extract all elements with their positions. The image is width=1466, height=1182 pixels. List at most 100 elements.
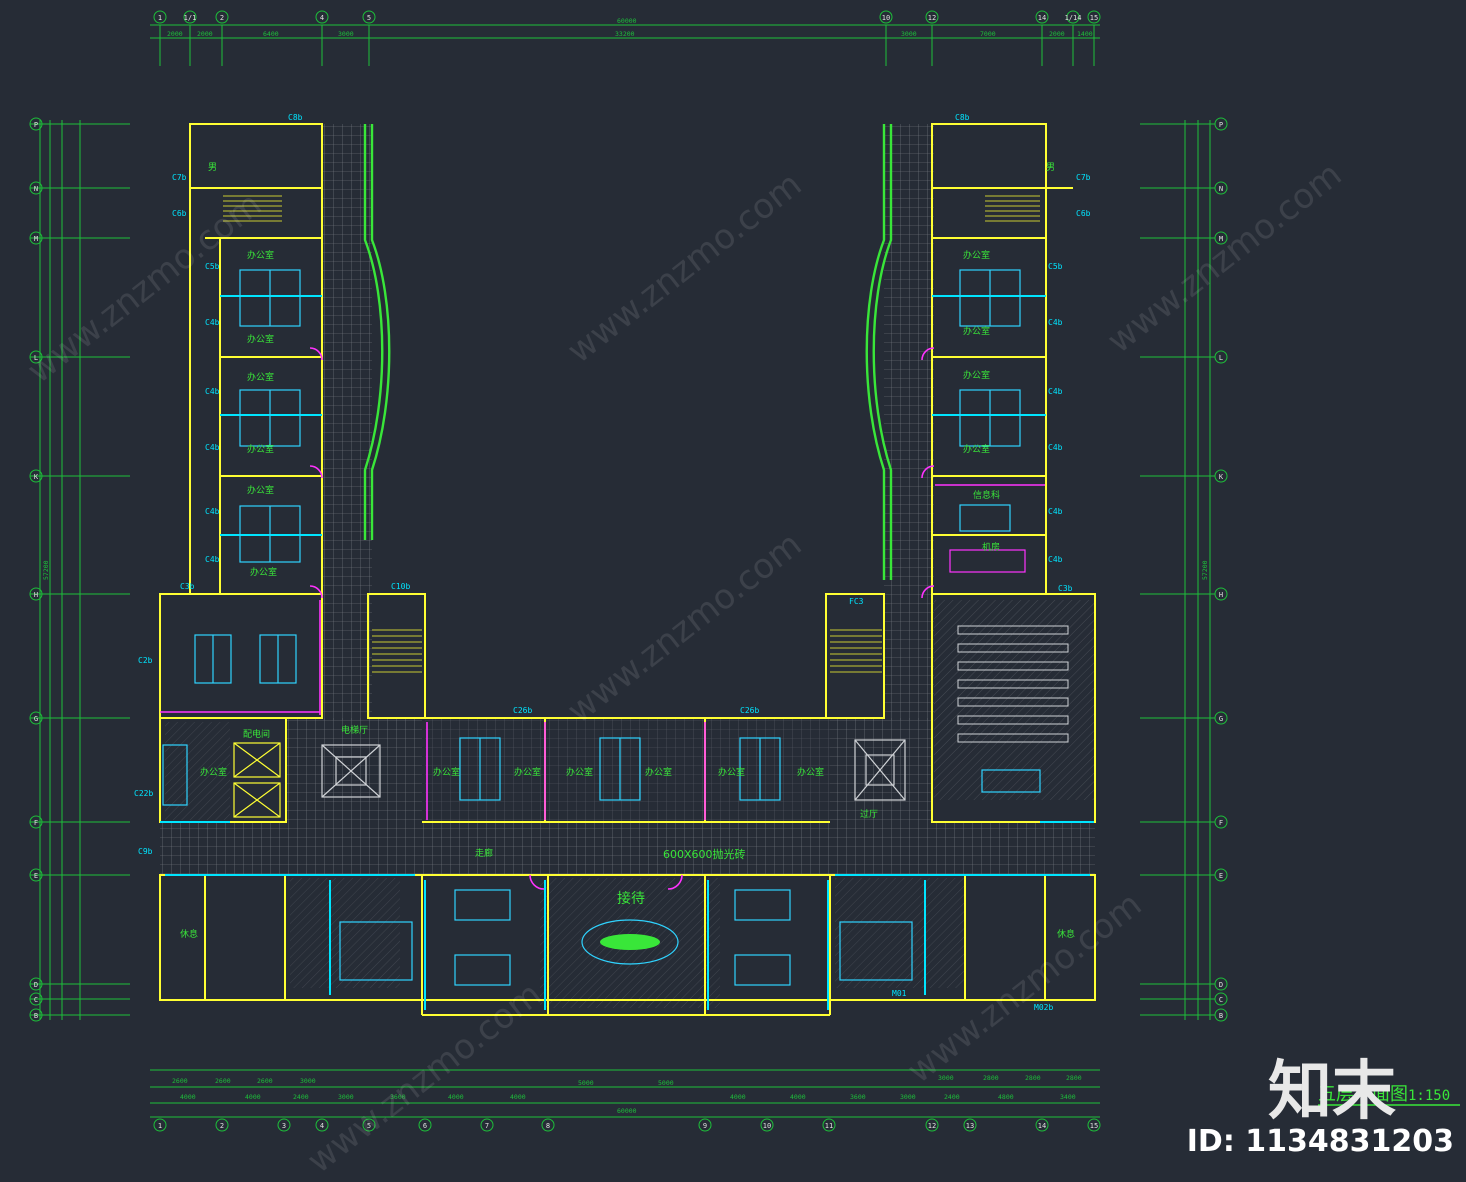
- office-label: 办公室: [514, 766, 541, 778]
- axis-label: 5: [367, 14, 371, 22]
- office-label: 办公室: [963, 369, 990, 381]
- axis-labels-bottom: 1 2 3 4 5 6 7 8 9 10 11 12 13 14 15: [158, 1122, 1098, 1130]
- dim-text: 3000: [938, 1074, 954, 1082]
- window-tag: C3b: [1058, 584, 1073, 593]
- window-tag: C4b: [1048, 443, 1063, 452]
- axis-label: P: [1219, 121, 1223, 129]
- axis-label: 1/14: [1065, 14, 1082, 22]
- transfer-hall-label: 过厅: [860, 808, 878, 820]
- axis-label: E: [1219, 872, 1223, 880]
- axis-label: L: [1219, 354, 1223, 362]
- window-tag: C10b: [391, 582, 410, 591]
- axis-label: E: [34, 872, 38, 880]
- dim-text: 3600: [850, 1093, 866, 1101]
- axis-label: 10: [763, 1122, 771, 1130]
- stairs: [223, 195, 1040, 673]
- dim-text: 5000: [658, 1079, 674, 1087]
- office-label: 办公室: [963, 325, 990, 337]
- window-tag: M02b: [1034, 1003, 1053, 1012]
- window-tag: C7b: [1076, 173, 1091, 182]
- dim-text: 2600: [172, 1077, 188, 1085]
- window-tag: C2b: [138, 656, 153, 665]
- axis-label: B: [34, 1012, 38, 1020]
- elevators: [233, 742, 281, 818]
- dim-text: 4000: [510, 1093, 526, 1101]
- window-tag: C22b: [134, 789, 153, 798]
- axis-label: 4: [320, 14, 324, 22]
- axis-bubbles-top: [153, 10, 1101, 24]
- axis-label: 10: [882, 14, 890, 22]
- axis-label: 14: [1038, 14, 1046, 22]
- axis-label: B: [1219, 1012, 1223, 1020]
- dim-text: 2000: [197, 30, 213, 38]
- axis-labels-rows: P P N N M M L L K K H H G G F F E E D D …: [34, 121, 1224, 1020]
- image-id: ID: 1134831203: [1186, 1124, 1454, 1159]
- dim-text: 2600: [257, 1077, 273, 1085]
- axis-lines: [39, 24, 1211, 1118]
- axis-label: K: [34, 473, 39, 481]
- plan-title: 五层平面图: [1318, 1084, 1408, 1105]
- axis-label: M: [34, 235, 38, 243]
- axis-label: 14: [1038, 1122, 1046, 1130]
- dim-text: 2800: [1066, 1074, 1082, 1082]
- window-tag: FC3: [849, 597, 864, 606]
- axis-label: 5: [367, 1122, 371, 1130]
- axis-label: N: [34, 185, 38, 193]
- window-tag: C4b: [1048, 318, 1063, 327]
- window-tag: C4b: [205, 507, 220, 516]
- dim-text: 57200: [1201, 560, 1209, 580]
- dim-text: 2400: [944, 1093, 960, 1101]
- office-label: 办公室: [200, 766, 227, 778]
- dim-text: 2000: [167, 30, 183, 38]
- room-labels: 办公室 办公室 办公室 办公室 办公室 办公室 办公室 办公室 办公室 办公室 …: [180, 162, 1075, 940]
- axis-label: D: [34, 981, 38, 989]
- dim-text: 3000: [300, 1077, 316, 1085]
- axis-label: L: [34, 354, 38, 362]
- window-tag: C8b: [955, 113, 970, 122]
- corridor-label: 走廊: [475, 847, 493, 859]
- axis-label: 3: [282, 1122, 286, 1130]
- axis-label: 15: [1090, 1122, 1098, 1130]
- window-tag: C3b: [180, 582, 195, 591]
- window-tag: C5b: [1048, 262, 1063, 271]
- office-label: 办公室: [963, 249, 990, 261]
- office-label: 办公室: [247, 249, 274, 261]
- axis-bubbles-rows: [29, 117, 1228, 1022]
- office-label: 办公室: [433, 766, 460, 778]
- axis-label: 2: [220, 14, 224, 22]
- dim-text: 3600: [390, 1093, 406, 1101]
- reception-label: 接待: [617, 890, 645, 907]
- axis-label: 8: [546, 1122, 550, 1130]
- walls: [159, 123, 1096, 1016]
- office-label: 办公室: [247, 371, 274, 383]
- dim-text: 4000: [448, 1093, 464, 1101]
- dim-text: 57200: [42, 560, 50, 580]
- dimension-texts: 60000 33200 2000 2000 6400 3000 3000 700…: [42, 17, 1209, 1115]
- hall-seating: [957, 625, 1069, 743]
- doors: [160, 347, 1045, 890]
- dim-text: 3000: [901, 30, 917, 38]
- axis-label: N: [1219, 185, 1223, 193]
- axis-label: 2: [220, 1122, 224, 1130]
- axis-label: 1/1: [184, 14, 197, 22]
- office-label: 办公室: [250, 566, 277, 578]
- rest-label: 休息: [1057, 928, 1075, 940]
- dim-text: 6400: [263, 30, 279, 38]
- dim-text: 3000: [338, 1093, 354, 1101]
- axis-label: P: [34, 121, 38, 129]
- dim-text: 4800: [998, 1093, 1014, 1101]
- axis-label: 11: [825, 1122, 833, 1130]
- dim-text: 33200: [615, 30, 635, 38]
- dim-text: 3000: [338, 30, 354, 38]
- office-label: 办公室: [247, 443, 274, 455]
- window-tag: C5b: [205, 262, 220, 271]
- floor-tile-note: 600X600抛光砖: [663, 847, 746, 861]
- axis-label: F: [34, 819, 38, 827]
- window-tag: C9b: [138, 847, 153, 856]
- window-tags: C8b C8b C7b C7b C6b C6b C5b C5b C4b C4b …: [134, 113, 1091, 1012]
- window-tag: C26b: [513, 706, 532, 715]
- windows: [160, 295, 1094, 1010]
- dim-text: 3000: [900, 1093, 916, 1101]
- elevator-hall-label: 电梯厅: [341, 724, 368, 736]
